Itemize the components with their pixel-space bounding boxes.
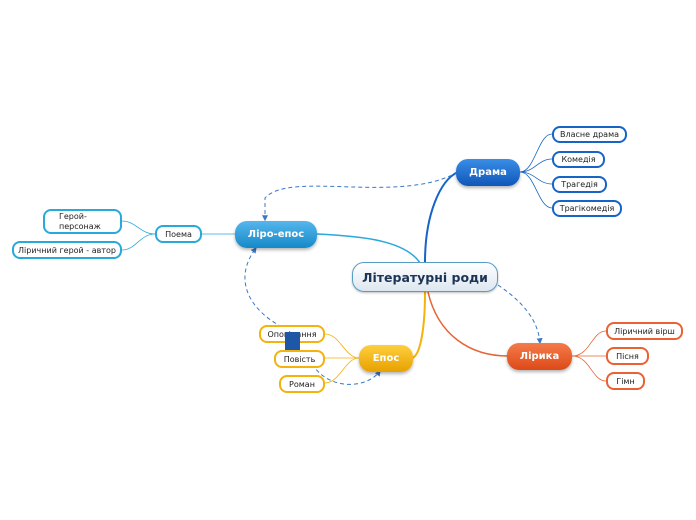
relationship-povist-epos bbox=[311, 363, 381, 385]
branch-lyrica[interactable]: Лірика bbox=[507, 343, 572, 370]
lyrica-leaf-himn[interactable]: Гімн bbox=[606, 372, 645, 390]
connector-drama-leaf-1 bbox=[519, 133, 553, 173]
poema-leaf-heroy-personazh[interactable]: Герой-персонаж bbox=[43, 209, 122, 234]
connector-root-drama bbox=[424, 171, 459, 263]
connector-root-lyrica bbox=[427, 291, 509, 357]
drama-leaf-komediya[interactable]: Комедія bbox=[552, 151, 605, 168]
connector-poema-leaf-2 bbox=[121, 233, 156, 251]
epos-leaf-roman[interactable]: Роман bbox=[279, 375, 325, 393]
connector-epos-leaf-1 bbox=[324, 333, 360, 359]
drama-leaf-vlasne-drama[interactable]: Власне драма bbox=[552, 126, 627, 143]
lyrica-leaf-pisnya[interactable]: Пісня bbox=[606, 347, 649, 365]
connector-poema-leaf-1 bbox=[121, 220, 156, 235]
relationship-opovidannya-liro bbox=[244, 247, 283, 328]
selection-marker bbox=[285, 332, 300, 350]
relationship-drama-liro bbox=[262, 171, 459, 222]
branch-liro-epos[interactable]: Ліро-епос bbox=[235, 221, 317, 248]
branch-drama[interactable]: Драма bbox=[456, 159, 520, 186]
root-topic[interactable]: Літературні роди bbox=[352, 262, 498, 292]
connector-lyrica-leaf-3 bbox=[571, 355, 607, 382]
connector-epos-leaf-3 bbox=[324, 357, 360, 384]
liro-leaf-poema[interactable]: Поема bbox=[155, 225, 202, 243]
connector-drama-leaf-2 bbox=[519, 158, 553, 173]
poema-leaf-lirychnyi-heroy[interactable]: Ліричний герой - автор bbox=[12, 241, 122, 259]
connector-lyrica-leaf-1 bbox=[571, 330, 607, 357]
branch-epos[interactable]: Епос bbox=[359, 345, 413, 372]
lyrica-leaf-lirychnyi-virsh[interactable]: Ліричний вірш bbox=[606, 322, 683, 340]
connector-root-liro bbox=[316, 233, 421, 264]
epos-leaf-povist[interactable]: Повість bbox=[274, 350, 325, 368]
connector-drama-leaf-4 bbox=[519, 171, 553, 209]
connector-root-epos bbox=[411, 291, 426, 359]
relationship-root-lyrica bbox=[497, 284, 543, 345]
drama-leaf-trahikomediya[interactable]: Трагікомедія bbox=[552, 200, 622, 217]
drama-leaf-trahediya[interactable]: Трагедія bbox=[552, 176, 607, 193]
